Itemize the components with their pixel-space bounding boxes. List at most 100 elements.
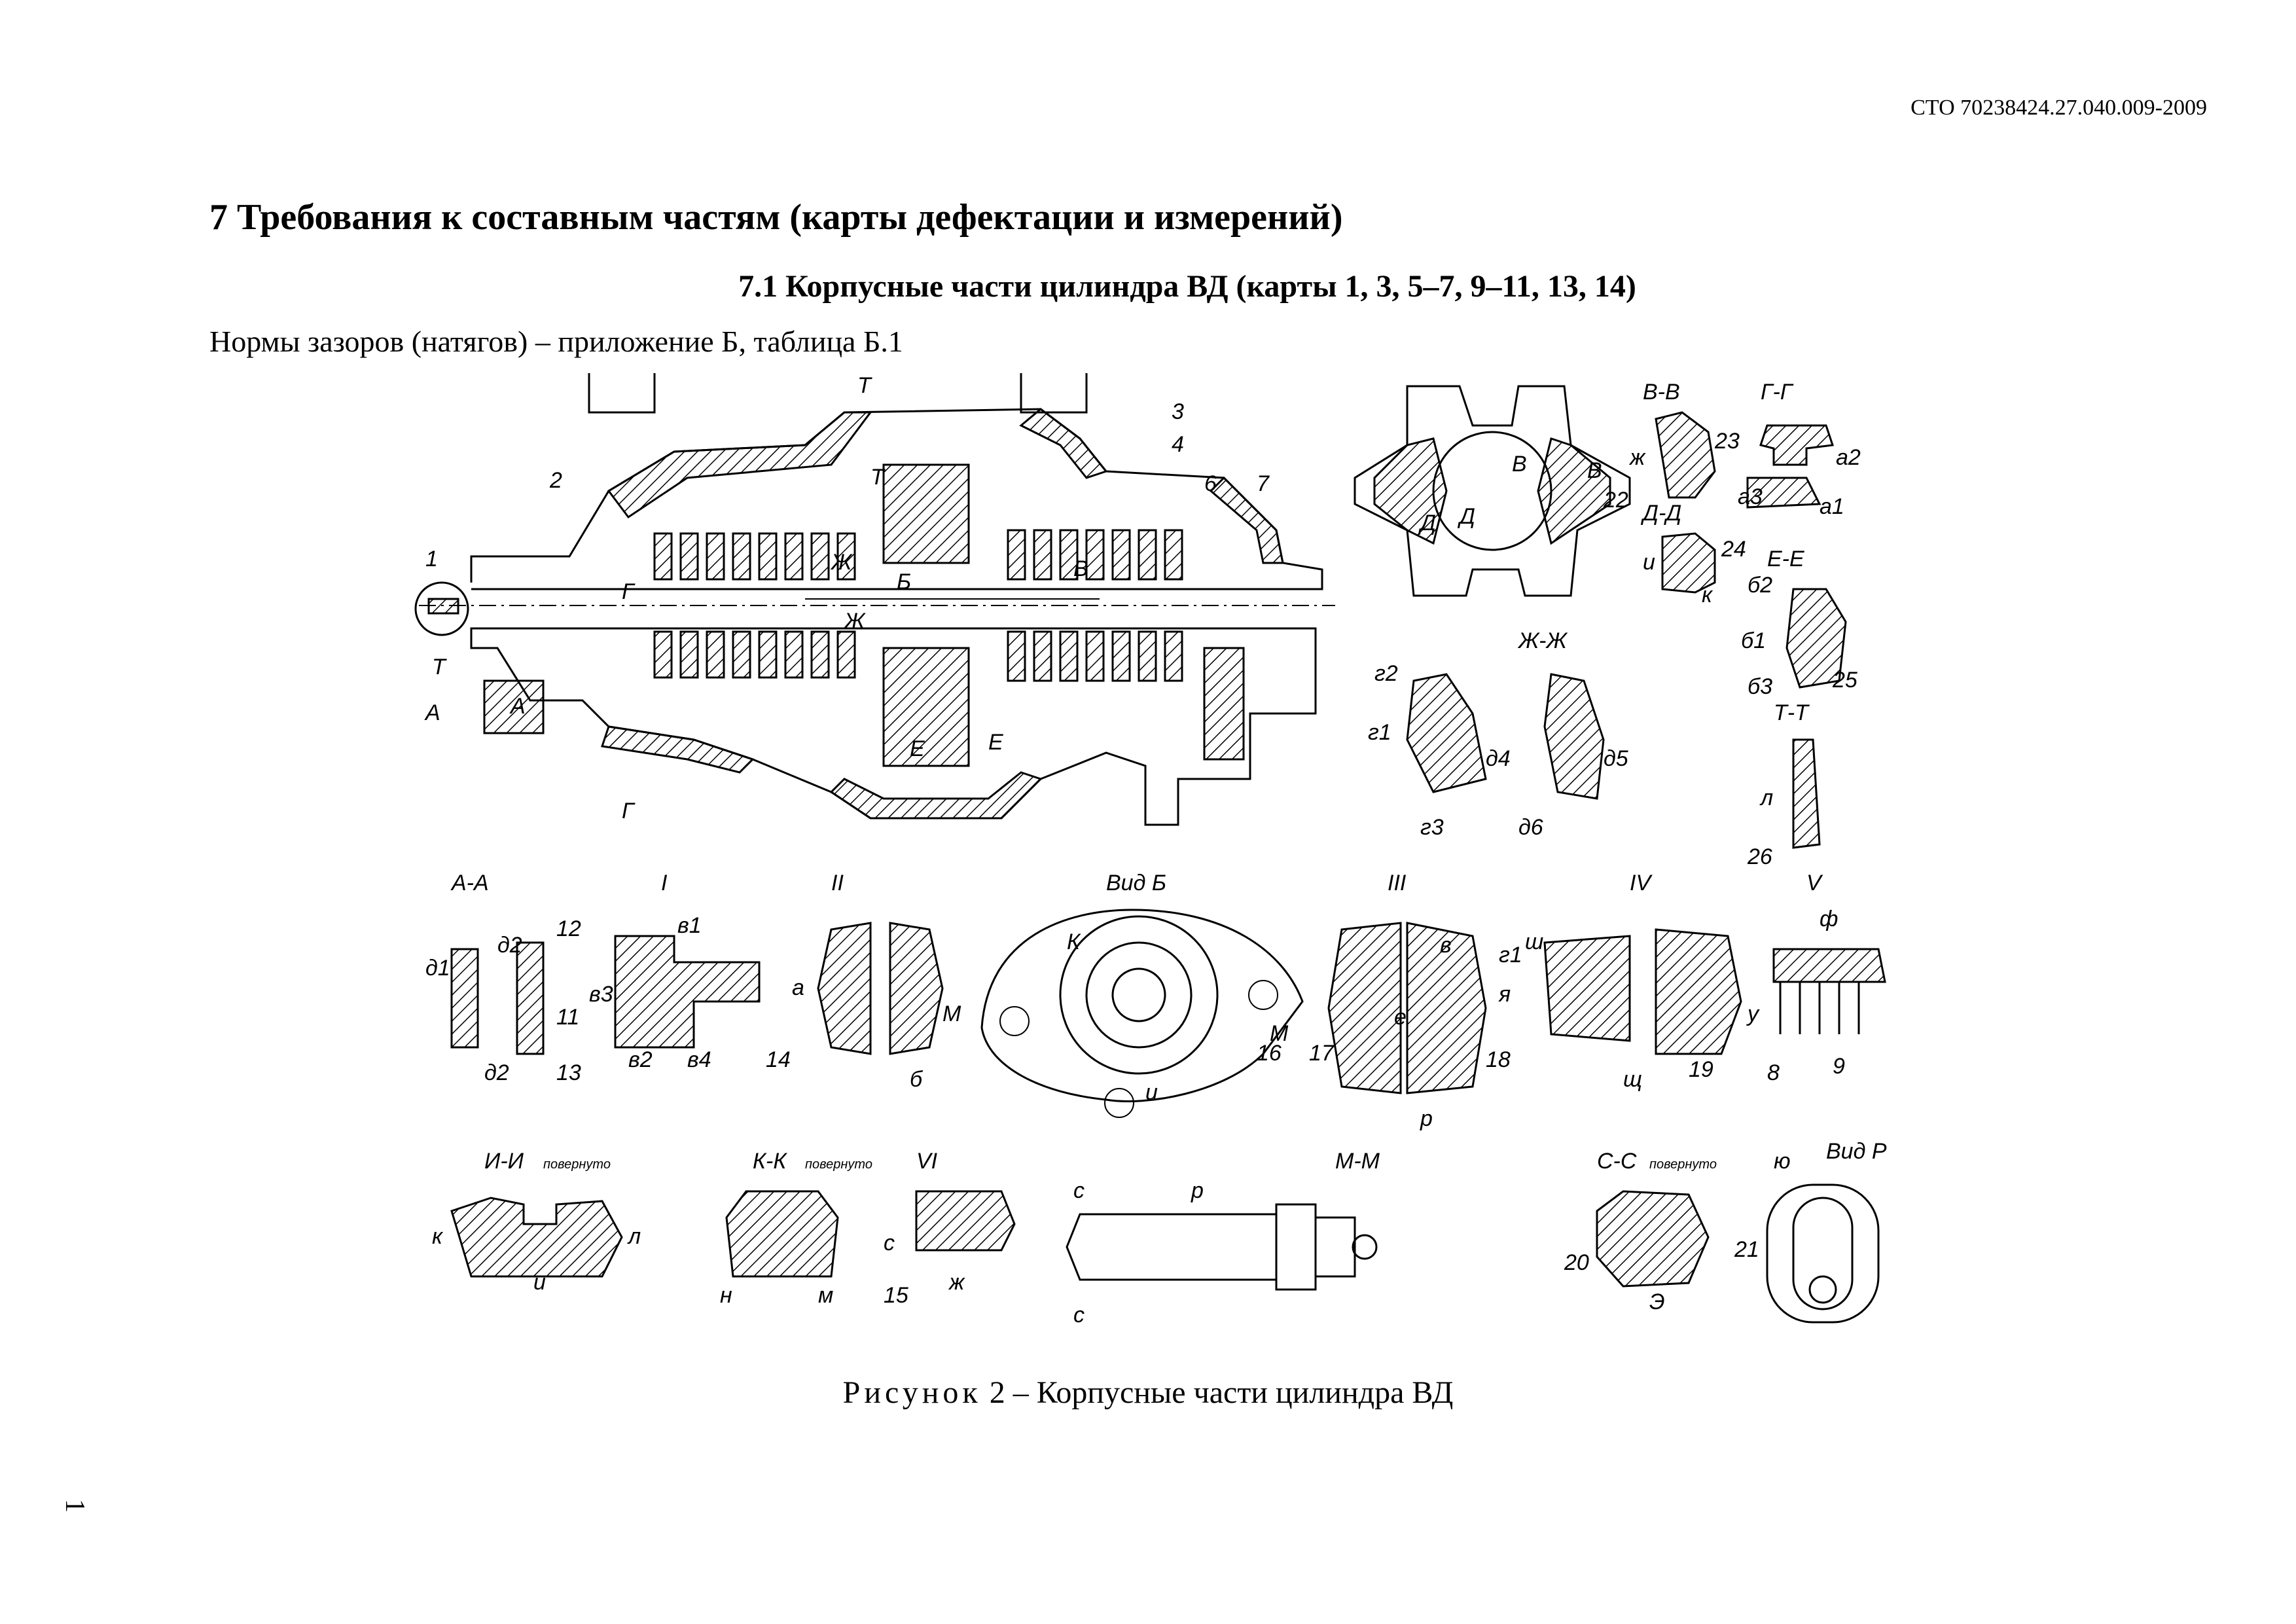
view-vid-R: Вид Р ю 21 [1734, 1139, 1887, 1324]
dim-d2-top: д2 [497, 933, 522, 958]
part-label-1: 1 [425, 547, 438, 571]
dim-s-MM-bottom: с [1073, 1303, 1085, 1327]
view-title-IIrot: И-И [484, 1149, 524, 1174]
dim-g-III: г1 [1499, 943, 1522, 967]
marker-E-right: Е [988, 730, 1003, 755]
document-code: СТО 70238424.27.040.009-2009 [1910, 96, 2207, 120]
part-label-14: 14 [766, 1047, 791, 1072]
figure-caption-word: Рисунок [842, 1375, 982, 1410]
part-label-24: 24 [1721, 537, 1746, 562]
view-III: III в г1 я ш е р 17 18 [1309, 871, 1543, 1131]
dim-v-III: в [1440, 933, 1452, 958]
technical-drawing-figure: 1 2 3 4 6 7 Т Т Т А А Г Г Б Ж Ж В Е Е [412, 373, 1911, 1335]
view-title-I: I [661, 871, 668, 895]
view-title-vidR: Вид Р [1826, 1139, 1887, 1164]
dim-i-vidB: и [1145, 1080, 1158, 1105]
marker-T-left: Т [432, 655, 447, 679]
marker-T-mid: Т [870, 465, 886, 490]
dim-r-III: р [1420, 1106, 1433, 1131]
view-title-TT: Т-Т [1774, 700, 1810, 725]
dim-zh-BB: ж [1628, 445, 1646, 470]
dim-v3: в3 [589, 982, 613, 1007]
page-number: 1 [60, 1499, 90, 1513]
dim-b3: б3 [1748, 674, 1772, 699]
dim-a1: а1 [1820, 494, 1844, 519]
view-DD: Д-Д 24 и к [1640, 501, 1746, 607]
view-I: I в1 в3 в2 в4 [589, 871, 761, 1072]
part-label-26: 26 [1747, 844, 1772, 869]
view-KK-rotated: К-К повернуто н м [720, 1149, 872, 1308]
dim-g3: г3 [1420, 815, 1444, 840]
view-rotated-IIrot: повернуто [543, 1157, 611, 1172]
dim-k-IIrot: к [432, 1224, 444, 1249]
view-title-GG: Г-Г [1761, 380, 1794, 405]
dim-b-II: б [910, 1067, 924, 1092]
view-vid-B: Вид Б К и М 16 [980, 871, 1304, 1118]
view-title-IV: IV [1630, 871, 1653, 895]
dim-e2-SS: Э [1649, 1290, 1665, 1314]
view-rotated-SS: повернуто [1649, 1157, 1717, 1172]
view-II-rotated: И-И повернуто к л и [432, 1149, 641, 1295]
part-label-4: 4 [1172, 432, 1184, 457]
figure-svg: 1 2 3 4 6 7 Т Т Т А А Г Г Б Ж Ж В Е Е [414, 373, 1887, 1327]
subsection-title: 7.1 Корпусные части цилиндра ВД (карты 1… [738, 269, 1636, 304]
dim-a2: а2 [1836, 445, 1861, 470]
dim-sh-III: ш [1525, 929, 1543, 954]
marker-G-top: Г [622, 579, 636, 604]
marker-D-left: Д [1418, 511, 1436, 535]
dim-d2-bottom: д2 [484, 1060, 509, 1085]
dim-m-KK: м [818, 1283, 833, 1308]
section-title: 7 Требования к составным частям (карты д… [209, 197, 1343, 238]
marker-K-vidB: К [1067, 929, 1081, 954]
dim-v1: в1 [677, 913, 702, 938]
marker-V-main: В [1073, 556, 1088, 581]
view-II: II а б М 14 [766, 871, 961, 1092]
dim-u-V: у [1746, 1001, 1760, 1026]
dim-l-TT: л [1759, 785, 1773, 810]
dim-d4: д4 [1486, 746, 1511, 771]
figure-caption-text: 2 – Корпусные части цилиндра ВД [981, 1375, 1454, 1410]
view-title-MM: М-М [1335, 1149, 1380, 1174]
dim-yu-vidR: ю [1774, 1149, 1791, 1174]
view-V: V ф у 8 9 [1746, 871, 1886, 1085]
marker-M-II: М [942, 1001, 961, 1026]
view-GG: Г-Г 23 а1 а2 а3 [1714, 380, 1861, 519]
norms-note: Нормы зазоров (натягов) – приложение Б, … [209, 325, 903, 358]
marker-M-vidB: М [1270, 1021, 1289, 1046]
part-label-6: 6 [1204, 471, 1217, 496]
cross-section-drawing: В В Д Д 22 [1354, 385, 1631, 597]
marker-V-cross: В [1512, 452, 1527, 477]
dim-i-DD: и [1643, 550, 1655, 575]
part-label-13: 13 [556, 1060, 581, 1085]
view-title-VI: VI [916, 1149, 938, 1174]
view-EE: Е-Е б2 б1 б3 25 [1741, 547, 1857, 699]
view-TT: Т-Т л 26 [1747, 700, 1821, 869]
figure-caption: Рисунок 2 – Корпусные части цилиндра ВД [0, 1375, 2296, 1411]
dim-d5: д5 [1604, 746, 1628, 771]
dim-b2: б2 [1748, 573, 1772, 598]
dim-a-II: а [792, 975, 804, 1000]
dim-d6: д6 [1518, 815, 1543, 840]
part-label-21: 21 [1734, 1237, 1759, 1262]
dim-a3: а3 [1738, 484, 1763, 509]
view-rotated-KK: повернуто [805, 1157, 872, 1172]
part-label-23: 23 [1714, 429, 1740, 454]
dim-zh-VI: ж [948, 1270, 965, 1295]
part-label-8: 8 [1767, 1060, 1780, 1085]
view-ZhZh: Ж-Ж г2 г1 г3 д4 д5 д6 [1368, 628, 1628, 840]
dim-f-V: ф [1820, 907, 1838, 931]
marker-D-right: Д [1457, 504, 1475, 529]
main-section-drawing: 1 2 3 4 6 7 Т Т Т А А Г Г Б Ж Ж В Е Е [414, 373, 1335, 826]
marker-Zh-top: Ж [830, 550, 853, 575]
view-title-III: III [1388, 871, 1407, 895]
part-label-25: 25 [1832, 668, 1857, 693]
view-title-SS: С-С [1597, 1149, 1637, 1174]
dim-e-III: е [1394, 1005, 1407, 1030]
part-label-20: 20 [1564, 1250, 1589, 1275]
dim-v4: в4 [687, 1047, 711, 1072]
marker-Zh-bottom: Ж [843, 609, 866, 634]
view-title-II: II [831, 871, 844, 895]
dim-d1: д1 [425, 956, 450, 981]
view-IV: IV щ 19 [1543, 871, 1742, 1092]
marker-A-left: А [424, 700, 440, 725]
